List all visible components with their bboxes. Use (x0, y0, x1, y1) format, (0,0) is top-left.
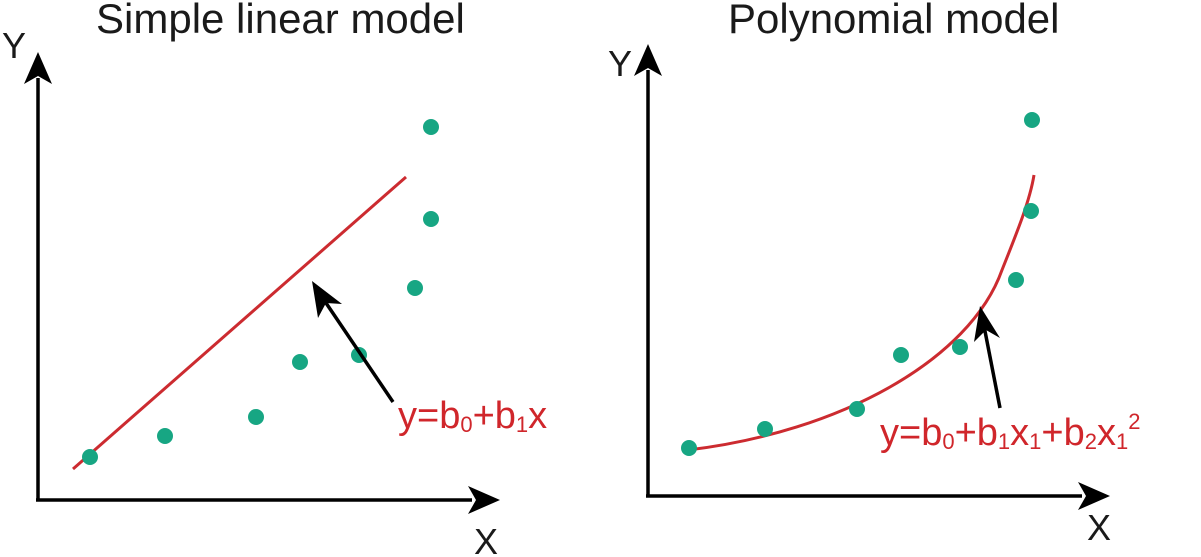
data-point (1023, 203, 1039, 219)
polynomial-x-label: X (1087, 507, 1111, 548)
data-point (292, 354, 308, 370)
data-point (248, 409, 264, 425)
linear-x-label: X (474, 521, 498, 557)
polynomial-y-arrowhead (634, 44, 662, 76)
polynomial-panel-title: Polynomial model (728, 0, 1060, 42)
data-point (849, 401, 865, 417)
linear-equation: y=b0+b1x (398, 395, 547, 437)
data-point (157, 428, 173, 444)
linear-y-label: Y (2, 25, 26, 66)
data-point (952, 339, 968, 355)
data-point (681, 440, 697, 456)
polynomial-panel: Polynomial model Y X y=b0 (608, 0, 1140, 548)
linear-fit-line (72, 175, 407, 471)
polynomial-y-label: Y (608, 43, 632, 84)
linear-x-arrowhead (468, 486, 500, 514)
data-point (82, 449, 98, 465)
linear-panel-title: Simple linear model (96, 0, 465, 42)
data-point (757, 421, 773, 437)
linear-y-arrowhead (24, 52, 52, 84)
data-point (1008, 272, 1024, 288)
linear-data-points (82, 119, 439, 465)
polynomial-axes (634, 44, 1110, 510)
data-point (893, 347, 909, 363)
linear-pointer-arrow (312, 281, 395, 403)
polynomial-x-arrowhead (1078, 482, 1110, 510)
polynomial-pointer-arrow (974, 306, 1002, 409)
linear-axes (24, 52, 500, 514)
data-point (1024, 112, 1040, 128)
data-point (423, 211, 439, 227)
data-point (407, 280, 423, 296)
polynomial-data-points (681, 112, 1040, 456)
linear-panel: Simple linear model Y X y (2, 0, 547, 557)
polynomial-equation: y=b0+b1x1+b2x12 (880, 409, 1140, 454)
data-point (423, 119, 439, 135)
